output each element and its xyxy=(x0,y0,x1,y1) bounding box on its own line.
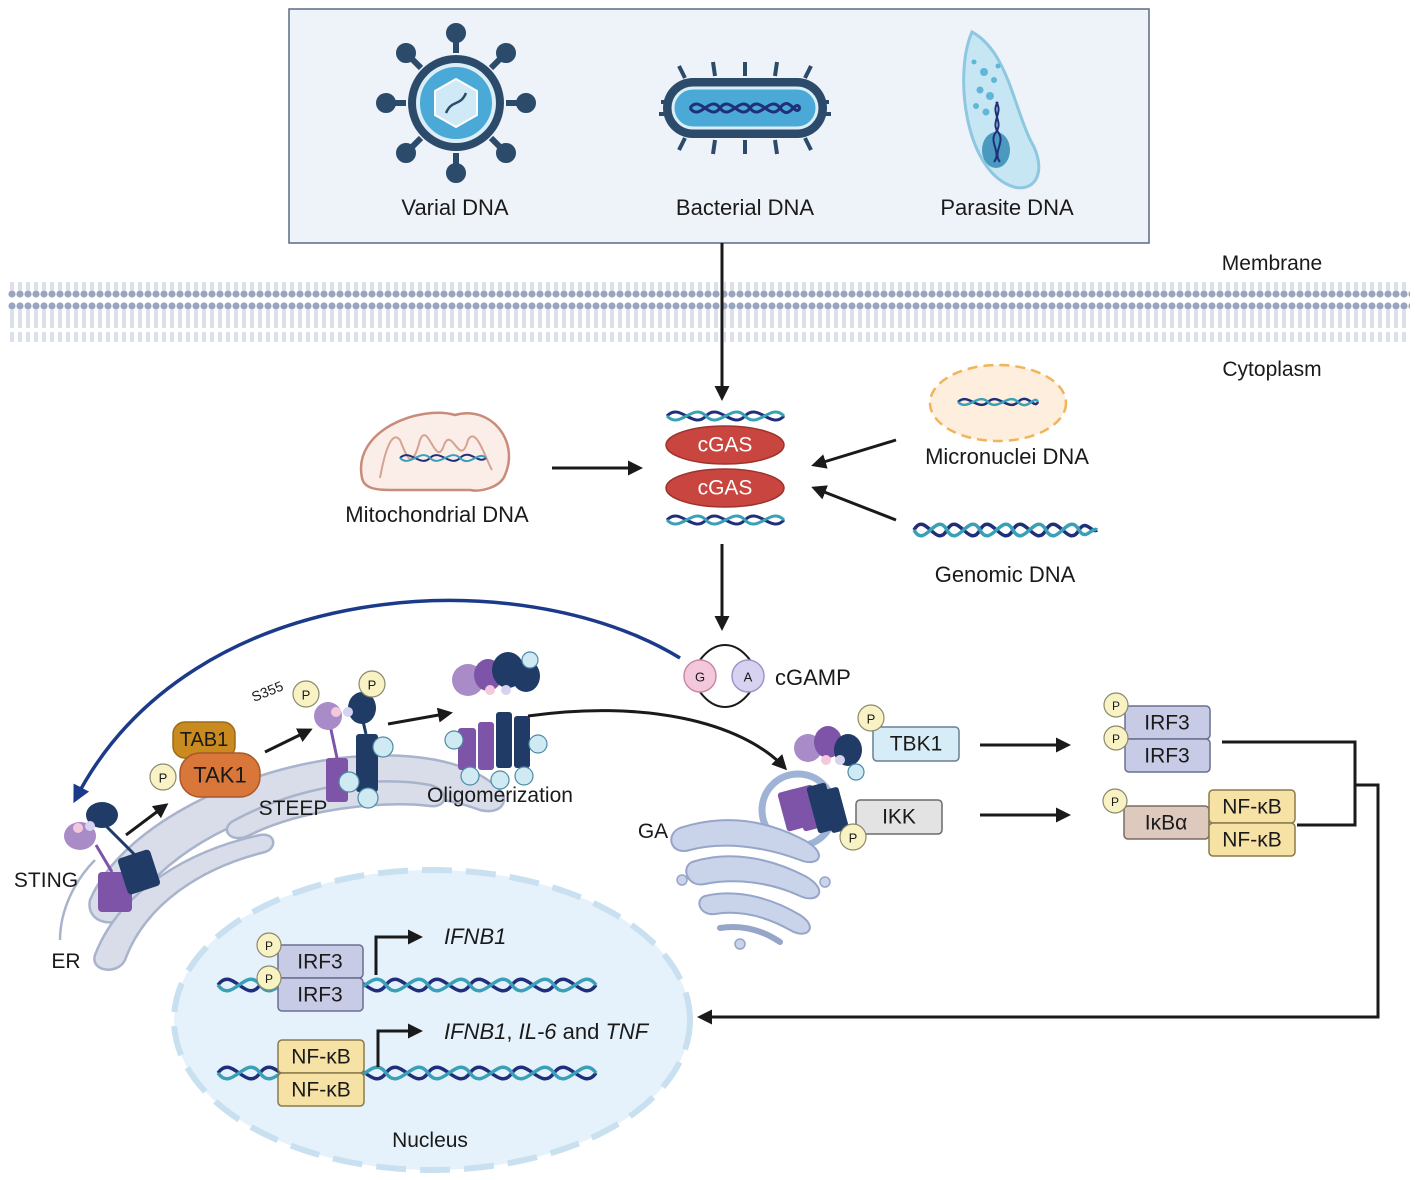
ifnb1-gene-label: IFNB1 xyxy=(444,924,506,949)
nuc-nfkb-label-top: NF-κB xyxy=(291,1046,351,1069)
nuc-nfkb-box-bottom xyxy=(277,1072,365,1107)
phospho-label: P xyxy=(265,939,273,953)
arrow-micronuclei-to-cgas xyxy=(811,438,897,469)
phospho-icon xyxy=(857,704,885,732)
phospho-label: P xyxy=(265,972,273,986)
tak1-box xyxy=(179,752,261,798)
oligomerization-label: Oligomerization xyxy=(427,784,573,807)
bacterium-icon xyxy=(659,61,831,155)
tbk1-box xyxy=(872,726,960,762)
ikba-box xyxy=(1123,805,1210,840)
phospho-icon xyxy=(149,763,177,791)
genomic-dna-icon xyxy=(912,522,1099,538)
arrow-genomic-to-cgas xyxy=(811,485,897,522)
s355-label: S355 xyxy=(249,678,286,705)
nucleus-organelle: Nucleus IRF3 IRF3 P P IFNB1 NF-κB NF-κB … xyxy=(171,867,693,1173)
parasite-dna-label: Parasite DNA xyxy=(940,195,1074,220)
cgamp-g-label: G xyxy=(695,670,705,685)
phospho-label: P xyxy=(1112,699,1120,713)
sting-protein-icon xyxy=(64,802,160,912)
ikk-group: IKK P xyxy=(839,799,943,851)
phospho-icon xyxy=(839,823,867,851)
nuc-irf3-box-bottom xyxy=(277,977,364,1012)
phospho-label: P xyxy=(1111,795,1119,809)
nuc-nfkb-label-bottom: NF-κB xyxy=(291,1079,351,1102)
tab1-label: TAB1 xyxy=(180,729,229,751)
micronucleus-icon xyxy=(928,363,1068,443)
arrow-steep-to-oligo xyxy=(387,707,453,726)
transcription-arrow xyxy=(374,929,423,975)
phospho-label: P xyxy=(867,712,876,727)
irf3-box-bottom xyxy=(1124,738,1211,773)
arrow-sting-to-tak1 xyxy=(125,803,169,837)
bacterial-dna-label: Bacterial DNA xyxy=(676,195,814,220)
ga-label: GA xyxy=(638,820,668,843)
arrow-oligo-to-ga xyxy=(527,709,788,771)
phospho-icon xyxy=(1102,788,1128,814)
pathogen-panel: Varial DNA Bacterial DNA Parasite DNA xyxy=(288,8,1150,244)
viral-dna-label: Varial DNA xyxy=(401,195,509,220)
nfkb-label-top: NF-κB xyxy=(1222,796,1282,819)
sting-dimer-icon: P P xyxy=(292,670,394,809)
cgas-oval-top xyxy=(665,425,785,465)
phospho-icon xyxy=(1103,725,1129,751)
genomic-dna-label: Genomic DNA xyxy=(935,562,1076,587)
parasite-icon xyxy=(962,29,1041,190)
steep-label: STEEP xyxy=(259,797,328,820)
cgamp-molecule: G A cGAMP xyxy=(683,644,851,708)
sting-label: STING xyxy=(14,869,78,892)
tak1-label: TAK1 xyxy=(193,763,246,788)
phospho-label: P xyxy=(849,831,858,846)
mitochondrion-icon xyxy=(359,411,511,492)
connector-path xyxy=(697,783,1380,1025)
plasma-membrane: Membrane Cytoplasm xyxy=(8,252,1410,381)
nfkb-box-bottom xyxy=(1208,822,1296,857)
ikk-box xyxy=(855,799,943,835)
tbk1-group: TBK1 P xyxy=(857,704,960,762)
phospho-icon xyxy=(256,965,282,991)
irf3-dimer: IRF3 IRF3 P P xyxy=(1103,692,1211,773)
transcription-arrow xyxy=(376,1023,423,1067)
virus-icon xyxy=(376,23,536,183)
nfkb-complex: IκBα P NF-κB NF-κB xyxy=(1102,788,1296,857)
arrow-cgamp-to-sting xyxy=(73,598,681,804)
nuc-irf3-label-bottom: IRF3 xyxy=(297,984,343,1007)
phospho-icon xyxy=(1103,692,1129,718)
nucleus-label: Nucleus xyxy=(392,1129,468,1152)
phospho-icon xyxy=(358,670,386,698)
sting-ga-icon xyxy=(777,726,865,834)
dna-helix-icon xyxy=(665,410,786,422)
irf3-label-top: IRF3 xyxy=(1144,712,1190,735)
ikba-label: IκBα xyxy=(1145,812,1187,835)
tbk1-label: TBK1 xyxy=(890,733,943,756)
nuc-irf3-label-top: IRF3 xyxy=(297,951,343,974)
cgamp-a-label: A xyxy=(744,670,753,685)
nfkb-targets-label: IFNB1, IL-6 and TNF xyxy=(444,1019,650,1044)
phospho-icon xyxy=(256,932,282,958)
phospho-label: P xyxy=(159,771,168,786)
sting-oligomer-icon xyxy=(444,651,548,790)
cgamp-label: cGAMP xyxy=(775,665,851,690)
ikk-label: IKK xyxy=(882,806,916,829)
micronuclei-dna-label: Micronuclei DNA xyxy=(925,444,1089,469)
tab1-tak1-complex: TAB1 TAK1 P xyxy=(149,721,261,798)
cgas-oval-bottom xyxy=(665,468,785,508)
cytoplasm-label: Cytoplasm xyxy=(1222,358,1321,381)
nfkb-label-bottom: NF-κB xyxy=(1222,829,1282,852)
phospho-label: P xyxy=(302,688,311,703)
er-label: ER xyxy=(51,950,80,973)
cgas-label-top: cGAS xyxy=(698,434,753,457)
arrow-tak1-to-steep xyxy=(264,728,313,754)
phospho-label: P xyxy=(1112,732,1120,746)
cgas-complex: cGAS cGAS xyxy=(665,410,786,526)
phospho-icon xyxy=(292,680,320,708)
mitochondrial-dna-label: Mitochondrial DNA xyxy=(345,502,529,527)
irf3-label-bottom: IRF3 xyxy=(1144,745,1190,768)
membrane-label: Membrane xyxy=(1222,252,1322,275)
dna-helix-icon xyxy=(665,514,786,526)
phospho-label: P xyxy=(368,678,377,693)
cgas-label-bottom: cGAS xyxy=(698,477,753,500)
